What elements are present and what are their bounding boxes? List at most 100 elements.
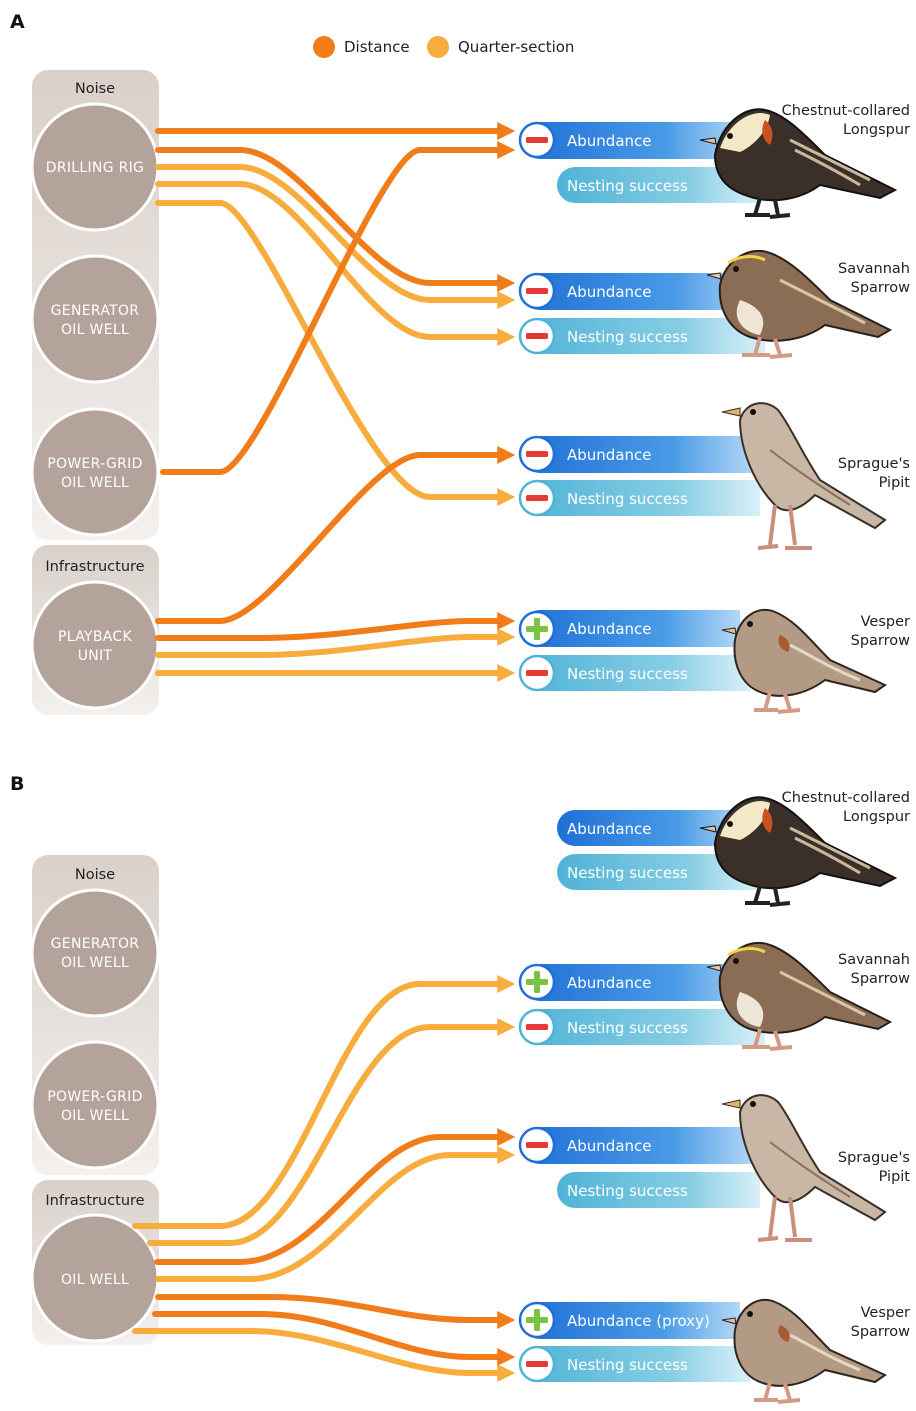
link-power-grid-to-longspur-abundance	[160, 141, 516, 475]
link-oil-well-to-savannah-abundance-quarter	[132, 975, 516, 1229]
svg-text:Nesting success: Nesting success	[567, 1019, 688, 1037]
bird-name: Vesper	[861, 1305, 910, 1321]
source-power-grid-oil-well: POWER-GRID OIL WELL	[30, 407, 160, 537]
panel-a: Noise Infrastructure DRILLING RIG GENERA…	[30, 70, 911, 715]
vesper-nesting-bar: Nesting success	[522, 655, 750, 691]
bird-name: Sparrow	[851, 971, 911, 987]
pipit-nesting-bar: Nesting success	[522, 480, 760, 516]
minus-sign-icon	[518, 317, 556, 355]
svg-text:Nesting success: Nesting success	[567, 1182, 688, 1200]
longspur-nesting-bar: Nesting success	[557, 167, 760, 203]
link-oil-well-to-pipit-abundance-distance	[154, 1128, 516, 1265]
group-infrastructure-title: Infrastructure	[45, 559, 144, 575]
svg-text:Nesting success: Nesting success	[567, 1356, 688, 1374]
svg-text:GENERATOR: GENERATOR	[51, 303, 140, 319]
svg-text:Nesting success: Nesting success	[567, 490, 688, 508]
minus-sign-icon	[518, 1345, 556, 1383]
bird-name: Pipit	[879, 475, 911, 491]
bird-name: Pipit	[879, 1169, 911, 1185]
bird-name: Savannah	[838, 952, 910, 968]
plus-sign-icon	[518, 1301, 556, 1339]
vesper-sparrow-icon	[721, 1298, 888, 1404]
vesper-abundance-bar: Abundance (proxy)	[521, 1302, 740, 1339]
panel-a-links	[155, 122, 516, 682]
longspur-abundance-bar: Abundance	[557, 810, 745, 846]
vesper-abundance-bar: Abundance	[521, 610, 740, 647]
savannah-abundance-bar: Abundance	[521, 964, 760, 1001]
savannah-sparrow-icon	[706, 249, 893, 359]
minus-sign-icon	[518, 654, 556, 692]
pipit-abundance-bar: Abundance	[521, 1127, 755, 1164]
chestnut-collared-longspur-icon	[699, 796, 898, 907]
link-playback-to-vesper-abundance-distance	[155, 612, 516, 641]
bird-name: Longspur	[843, 122, 910, 138]
source-playback-unit: PLAYBACK UNIT	[30, 580, 160, 710]
bird-name: Vesper	[861, 614, 910, 630]
svg-text:Nesting success: Nesting success	[567, 864, 688, 882]
svg-text:Abundance: Abundance	[567, 283, 652, 301]
savannah-nesting-bar: Nesting success	[522, 318, 765, 354]
svg-text:OIL WELL: OIL WELL	[61, 1272, 129, 1288]
minus-sign-icon	[518, 479, 556, 517]
svg-text:Nesting success: Nesting success	[567, 177, 688, 195]
panel-b-bird-names: Chestnut-collared Longspur Savannah Spar…	[782, 790, 911, 1340]
bird-name: Chestnut-collared	[782, 790, 910, 806]
source-generator-oil-well: GENERATOR OIL WELL	[30, 888, 160, 1018]
panel-b-responses: Abundance Nesting success Abundance Nest…	[518, 810, 765, 1383]
svg-text:UNIT: UNIT	[78, 648, 113, 664]
link-drilling-rig-to-savannah-abundance-quarter	[155, 164, 516, 309]
source-drilling-rig: DRILLING RIG	[30, 102, 160, 232]
legend-quarter-section-swatch	[427, 36, 449, 58]
bird-name: Sparrow	[851, 280, 911, 296]
spragues-pipit-icon	[721, 402, 887, 550]
source-oil-well: OIL WELL	[30, 1213, 160, 1343]
svg-text:OIL WELL: OIL WELL	[61, 955, 129, 971]
panel-a-bird-names: Chestnut-collared Longspur Savannah Spar…	[782, 103, 911, 649]
pipit-nesting-bar: Nesting success	[557, 1172, 760, 1208]
svg-text:POWER-GRID: POWER-GRID	[47, 456, 142, 472]
vesper-nesting-bar: Nesting success	[522, 1346, 750, 1382]
link-drilling-rig-to-savannah-nesting-quarter	[155, 181, 516, 346]
plus-sign-icon	[518, 963, 556, 1001]
minus-sign-icon	[518, 1008, 556, 1046]
bird-name: Sparrow	[851, 1324, 911, 1340]
vesper-sparrow-icon	[721, 608, 888, 714]
bird-name: Sparrow	[851, 633, 911, 649]
link-oil-well-to-vesper-nesting-distance	[152, 1311, 516, 1366]
svg-text:Nesting success: Nesting success	[567, 665, 688, 683]
minus-sign-icon	[518, 1126, 556, 1164]
svg-text:POWER-GRID: POWER-GRID	[47, 1089, 142, 1105]
svg-text:Abundance (proxy): Abundance (proxy)	[567, 1312, 710, 1330]
minus-sign-icon	[518, 121, 556, 159]
panel-a-letter: A	[10, 11, 25, 33]
link-oil-well-to-vesper-abundance-distance	[155, 1294, 516, 1329]
svg-text:OIL WELL: OIL WELL	[61, 475, 129, 491]
link-oil-well-to-pipit-abundance-quarter	[155, 1146, 516, 1282]
longspur-abundance-bar: Abundance	[521, 122, 745, 159]
link-drilling-rig-to-savannah-abundance-distance	[155, 147, 516, 292]
group-infrastructure-title: Infrastructure	[45, 1193, 144, 1209]
svg-text:Abundance: Abundance	[567, 1137, 652, 1155]
link-playback-to-vesper-abundance-quarter	[155, 628, 516, 658]
minus-sign-icon	[518, 272, 556, 310]
panel-a-responses: Abundance Nesting success Abundance Nest…	[518, 121, 765, 692]
bird-name: Chestnut-collared	[782, 103, 910, 119]
panel-b: Noise Infrastructure GENERATOR OIL WELL …	[30, 790, 911, 1404]
source-generator-oil-well: GENERATOR OIL WELL	[30, 254, 160, 384]
bird-name: Longspur	[843, 809, 910, 825]
group-noise-title: Noise	[75, 81, 115, 97]
legend-distance-swatch	[313, 36, 335, 58]
svg-text:Abundance: Abundance	[567, 446, 652, 464]
link-drilling-rig-to-pipit-nesting-quarter	[155, 200, 516, 506]
pipit-abundance-bar: Abundance	[521, 436, 755, 473]
bird-name: Savannah	[838, 261, 910, 277]
plus-sign-icon	[518, 610, 556, 648]
bird-name: Sprague's	[838, 456, 910, 472]
panel-b-links	[132, 975, 516, 1382]
spragues-pipit-icon	[721, 1094, 887, 1242]
minus-sign-icon	[518, 435, 556, 473]
group-noise-title: Noise	[75, 867, 115, 883]
legend: Distance Quarter-section	[313, 36, 574, 58]
panel-b-letter: B	[10, 773, 24, 795]
